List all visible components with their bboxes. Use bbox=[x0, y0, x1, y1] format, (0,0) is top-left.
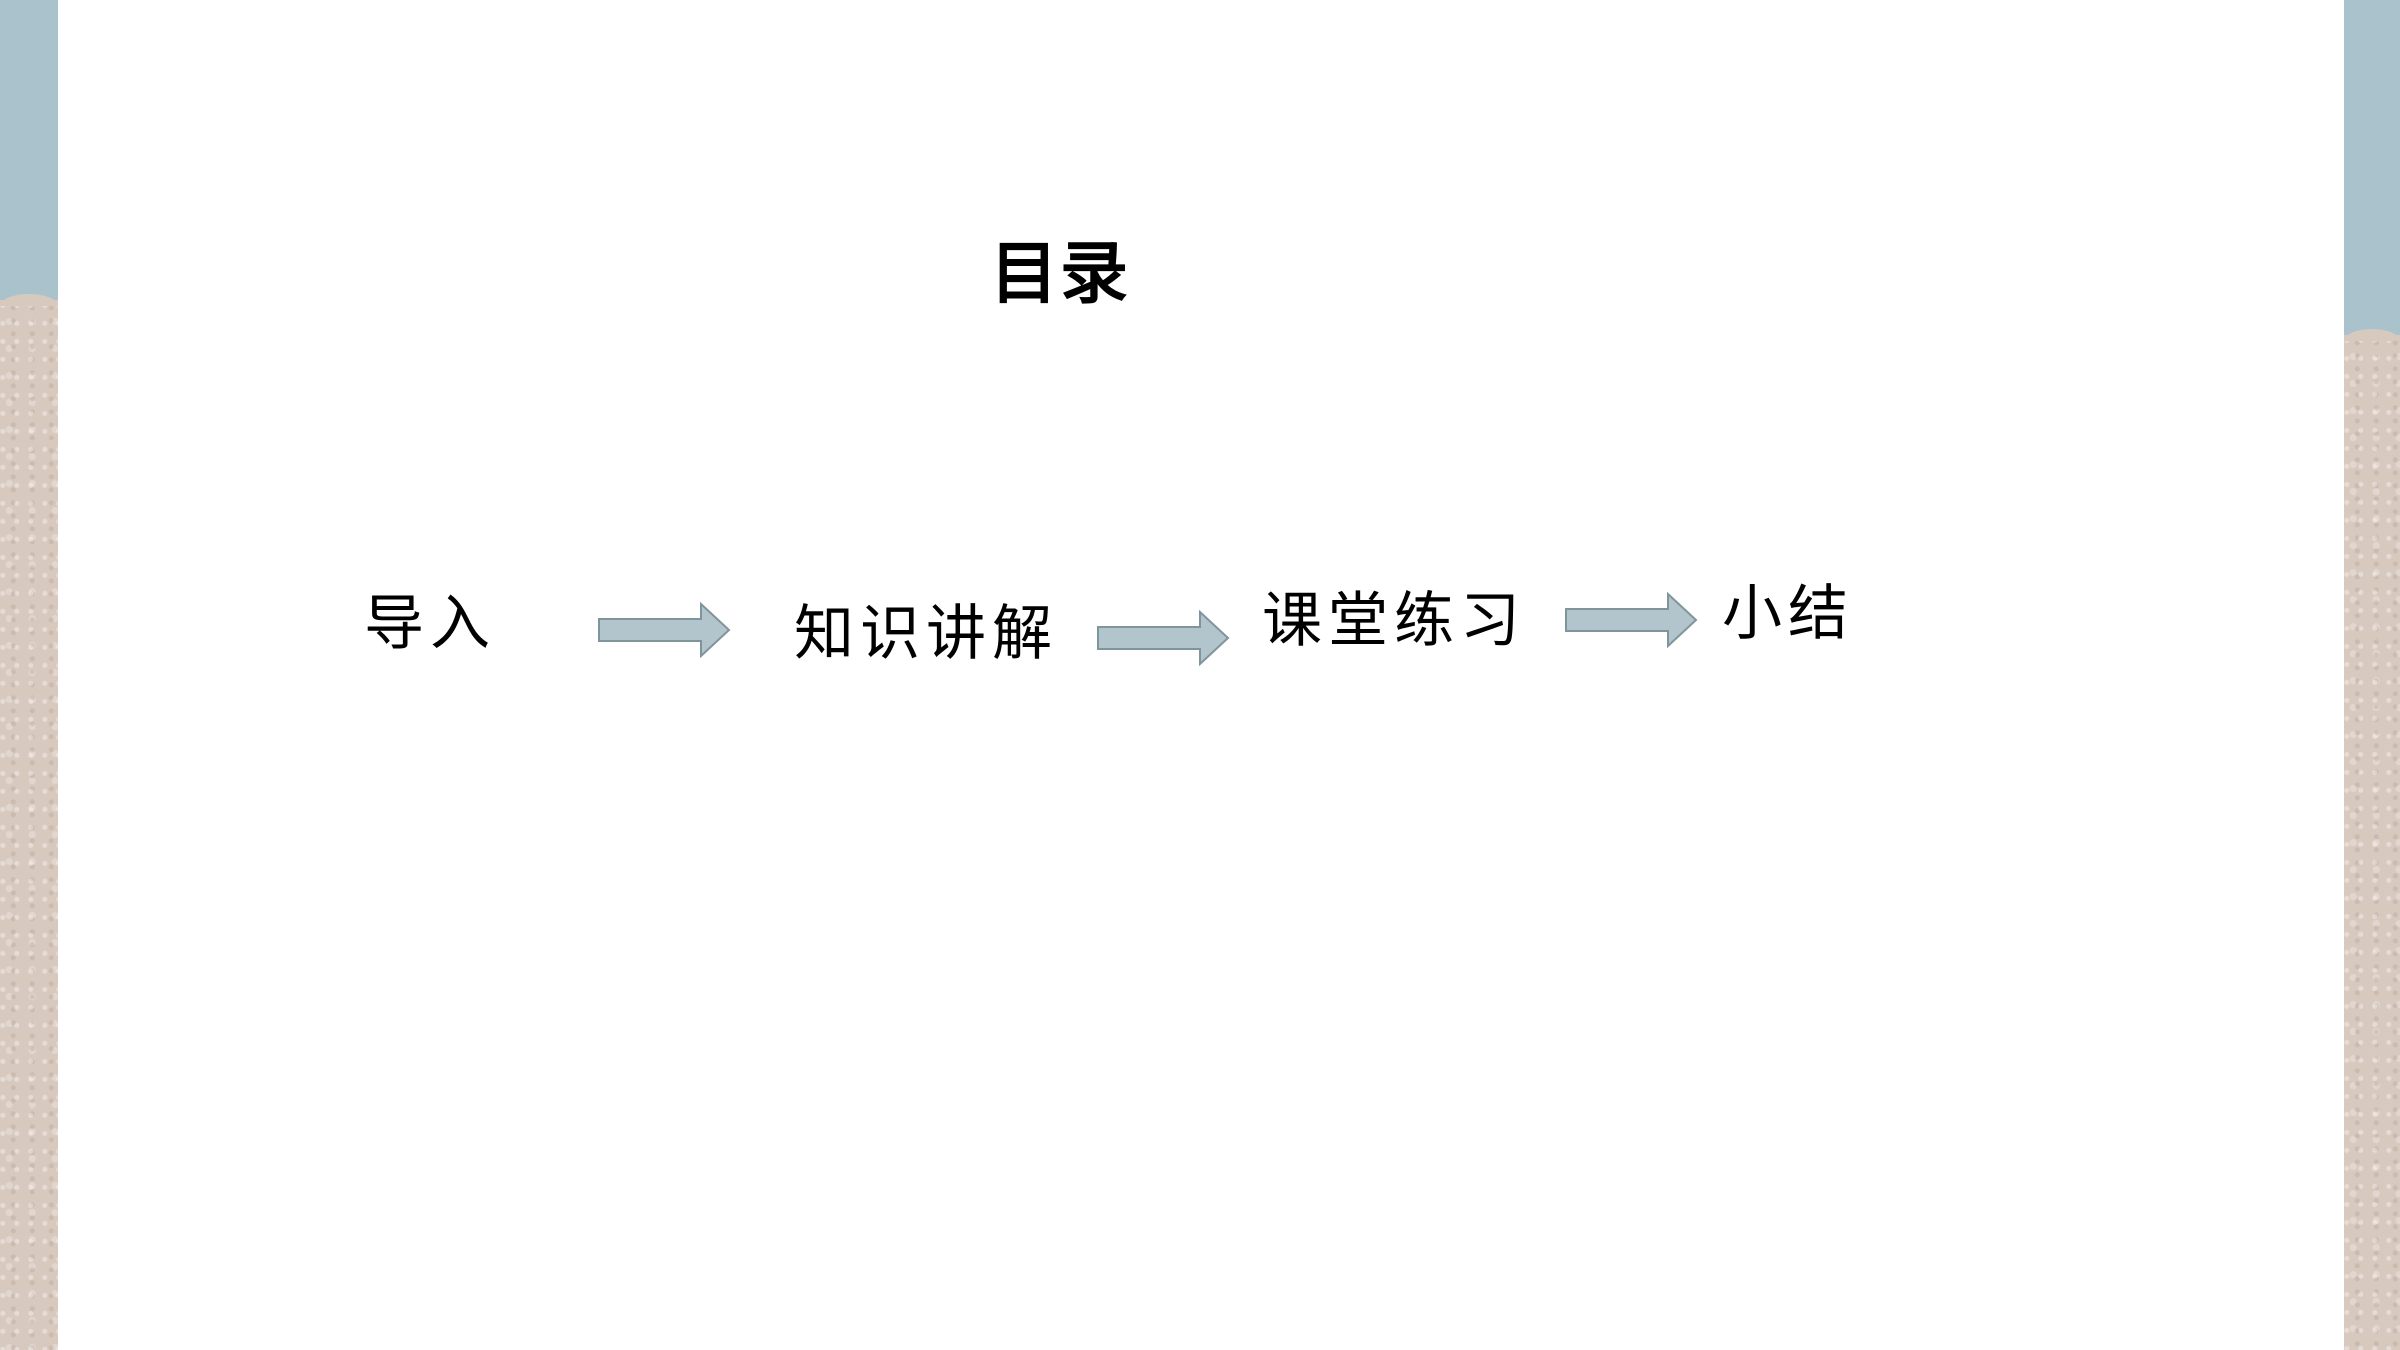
step-summary: 小结 bbox=[1722, 579, 1854, 649]
left-band-blue bbox=[0, 0, 58, 300]
page-title: 目录 bbox=[990, 235, 1131, 314]
left-decorative-band bbox=[0, 0, 58, 1350]
step-knowledge: 知识讲解 bbox=[794, 599, 1058, 669]
right-decorative-band bbox=[2344, 0, 2400, 1350]
step-practice: 课堂练习 bbox=[1262, 586, 1526, 656]
right-arrow-icon bbox=[1565, 592, 1698, 648]
step-intro: 导入 bbox=[364, 589, 496, 659]
left-band-beige bbox=[0, 294, 58, 1350]
right-arrow-icon bbox=[598, 602, 731, 658]
right-band-blue bbox=[2344, 0, 2400, 335]
right-band-beige bbox=[2344, 329, 2400, 1350]
right-arrow-icon bbox=[1097, 610, 1230, 666]
